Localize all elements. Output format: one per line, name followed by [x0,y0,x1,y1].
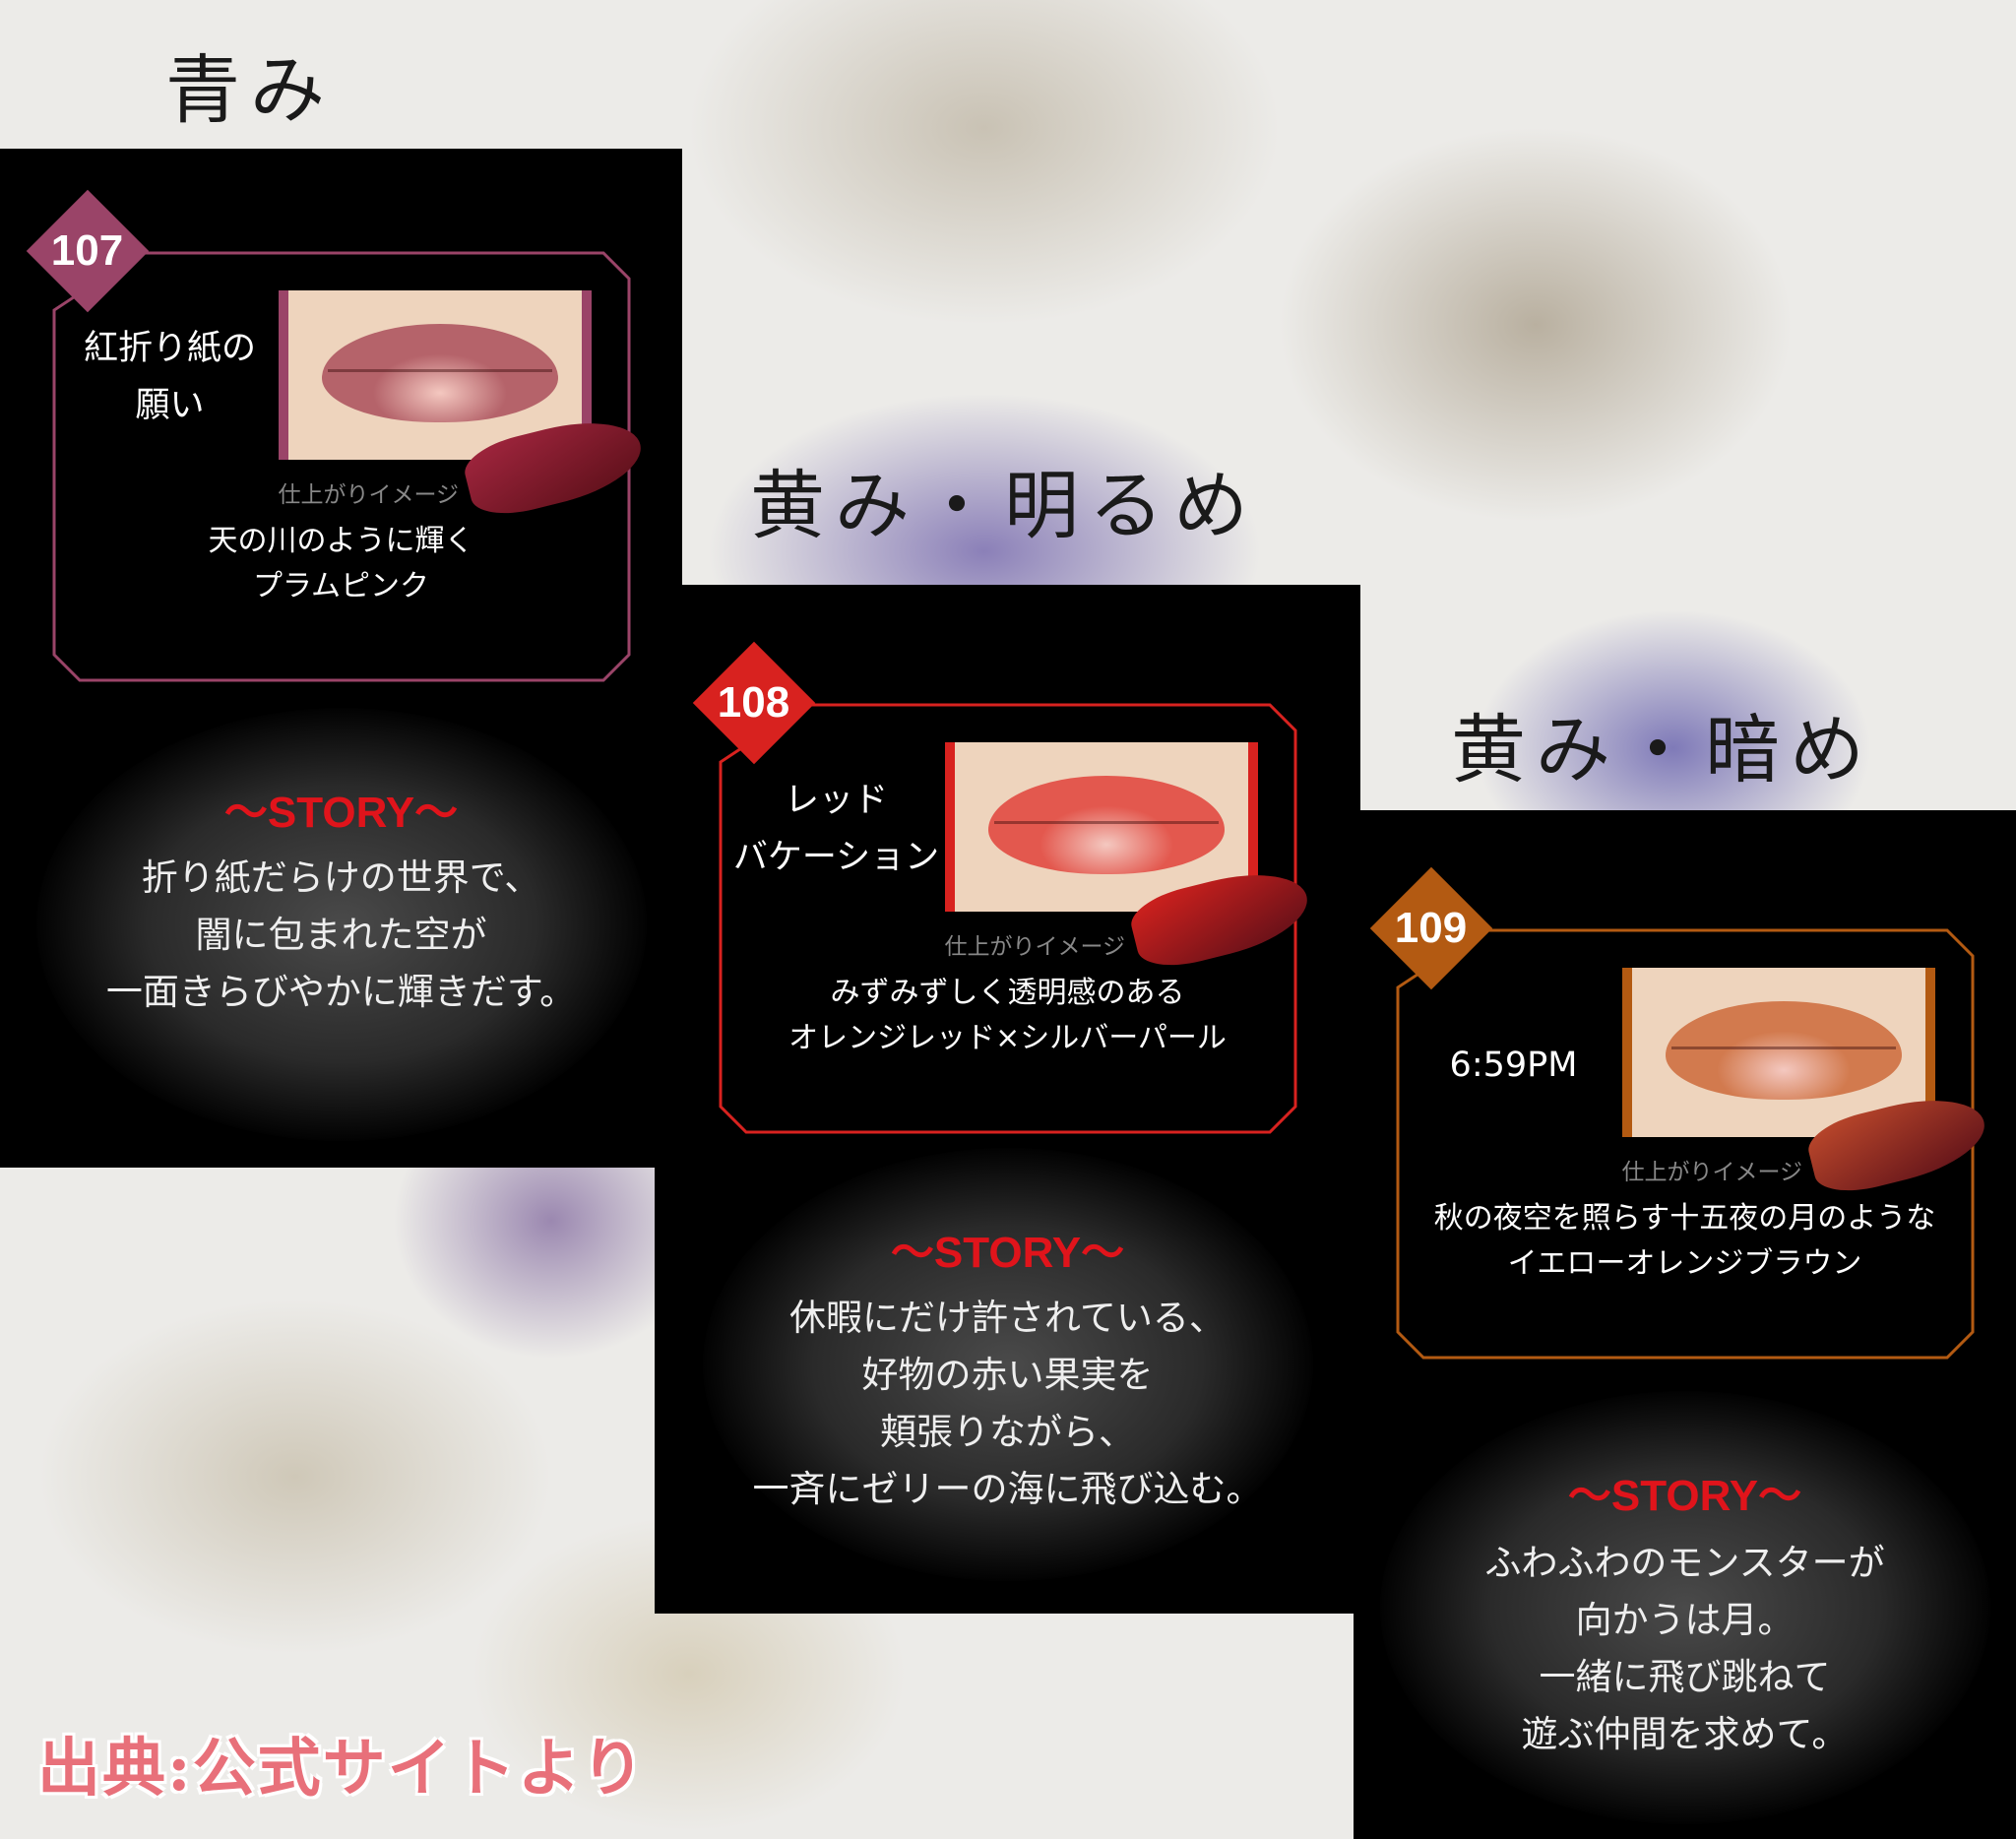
shade-description: みずみずしく透明感のあるオレンジレッド×シルバーパール [719,971,1297,1061]
story-title: 〜STORY〜 [223,789,459,837]
shade-frame: 108 レッドバケーション 仕上がりイメージ みずみずしく透明感のあるオレンジレ… [692,641,1316,1134]
description-line: 秋の夜空を照らす十五夜の月のような [1433,1201,1936,1236]
frame-outline [1396,928,1974,1360]
frame-outline [719,703,1296,1134]
description-line: 天の川のように輝く [208,524,474,558]
shade-name: 6:59PM [1406,1037,1622,1094]
story-glow [35,708,647,1141]
shade-panel-108: 108 レッドバケーション 仕上がりイメージ みずみずしく透明感のあるオレンジレ… [655,585,1360,1614]
shade-number: 107 [50,226,124,275]
story-line: 一面きらびやかに輝きだす。 [105,971,577,1013]
description-line: イエローオレンジブラウン [1507,1246,1862,1281]
shade-name-line: バケーション [732,838,940,877]
heading-bluish: 青み [165,46,335,134]
story-line: 好物の赤い果実を [861,1354,1154,1396]
finish-image-caption: 仕上がりイメージ [278,482,460,508]
story-title: 〜STORY〜 [890,1229,1125,1277]
shade-number-badge: 107 [26,189,149,313]
story-text: ふわふわのモンスターが向かうは月。一緒に飛び跳ねて遊ぶ仲間を求めて。 [1354,1535,2016,1763]
shade-panel-107: 107 紅折り紙の願い 仕上がりイメージ 天の川のように輝くプラムピンク 〜ST… [0,149,682,1168]
description-line: プラムピンク [252,569,430,603]
shade-description: 秋の夜空を照らす十五夜の月のようなイエローオレンジブラウン [1396,1196,1975,1287]
shade-number: 109 [1394,904,1468,952]
story-line: 一緒に飛び跳ねて [1539,1656,1831,1698]
story-line: ふわふわのモンスターが [1484,1542,1885,1584]
story-line: 向かうは月。 [1575,1599,1795,1641]
shade-name-line: 6:59PM [1449,1046,1578,1085]
story-line: 闇に包まれた空が [195,914,487,956]
shade-name: 紅折り紙の願い [62,320,279,434]
shade-name: レッドバケーション [728,772,945,886]
story-line: 遊ぶ仲間を求めて。 [1521,1713,1849,1755]
description-line: みずみずしく透明感のある [830,976,1185,1010]
story-line: 休暇にだけ許されている、 [789,1297,1226,1339]
story-glow [1379,1391,1990,1824]
story-line: 頬張りながら、 [880,1411,1135,1453]
story-text: 休暇にだけ許されている、好物の赤い果実を頬張りながら、一斉にゼリーの海に飛び込む… [655,1290,1360,1518]
source-credit: 出典:公式サイトより [37,1732,647,1806]
finish-image-caption: 仕上がりイメージ [944,934,1126,960]
shade-number: 108 [717,678,790,727]
shade-description: 天の川のように輝くプラムピンク [52,519,631,609]
lips-image [944,742,1258,912]
frame-outline [52,251,630,682]
shade-name-line: レッド [784,781,888,820]
story-line: 折り紙だらけの世界で、 [141,856,541,899]
shade-frame: 109 6:59PM 仕上がりイメージ 秋の夜空を照らす十五夜の月のようなイエロ… [1369,866,1993,1360]
story-line: 一斉にゼリーの海に飛び込む。 [752,1468,1263,1510]
heading-yellow-dark: 黄み・暗め [1451,706,1874,793]
description-line: オレンジレッド×シルバーパール [788,1021,1227,1055]
shade-name-line: 願い [135,386,205,425]
shade-number-badge: 109 [1369,866,1492,990]
shade-panel-109: 109 6:59PM 仕上がりイメージ 秋の夜空を照らす十五夜の月のようなイエロ… [1354,810,2016,1839]
finish-image-caption: 仕上がりイメージ [1621,1160,1803,1185]
shade-name-line: 紅折り紙の [83,329,256,368]
heading-yellow-light: 黄み・明るめ [750,462,1258,549]
story-title: 〜STORY〜 [1567,1472,1802,1520]
lips-image [278,290,592,460]
shade-number-badge: 108 [692,641,815,765]
shade-frame: 107 紅折り紙の願い 仕上がりイメージ 天の川のように輝くプラムピンク [26,189,650,682]
story-glow [702,1148,1313,1581]
story-text: 折り紙だらけの世界で、闇に包まれた空が一面きらびやかに輝きだす。 [0,850,682,1021]
